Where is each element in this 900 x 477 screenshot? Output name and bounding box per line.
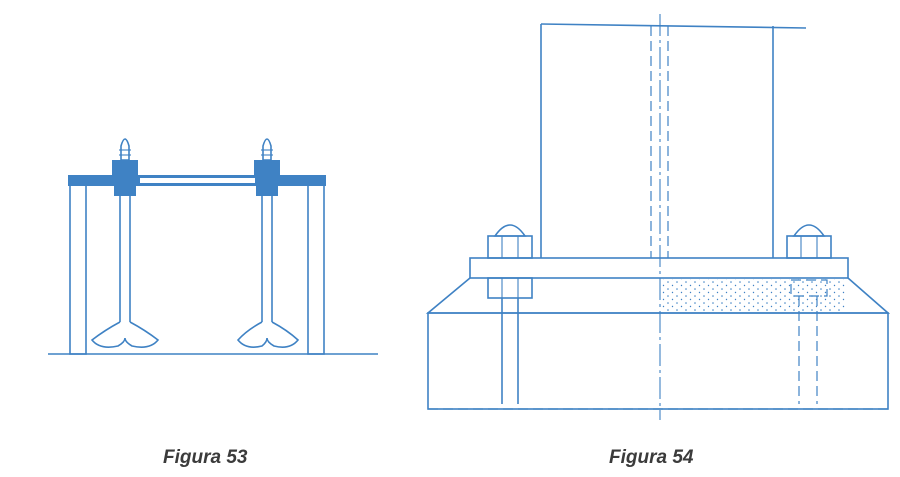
left-anchor-bolt xyxy=(90,138,160,348)
column-top-line xyxy=(540,23,807,29)
foundation-block xyxy=(427,312,889,410)
left-formwork-wall xyxy=(69,184,87,355)
figure-54-drawing xyxy=(425,14,891,420)
grout-section xyxy=(661,279,847,312)
right-formwork-wall xyxy=(307,184,325,355)
base-plate xyxy=(469,257,849,279)
figure-54-caption: Figura 54 xyxy=(609,447,694,468)
right-anchor-bolt xyxy=(236,138,300,348)
figure-53-caption: Figura 53 xyxy=(163,447,248,468)
left-bolt-assembly xyxy=(487,224,533,404)
figure-53-drawing xyxy=(48,138,378,355)
right-bolt-assembly xyxy=(786,224,832,404)
